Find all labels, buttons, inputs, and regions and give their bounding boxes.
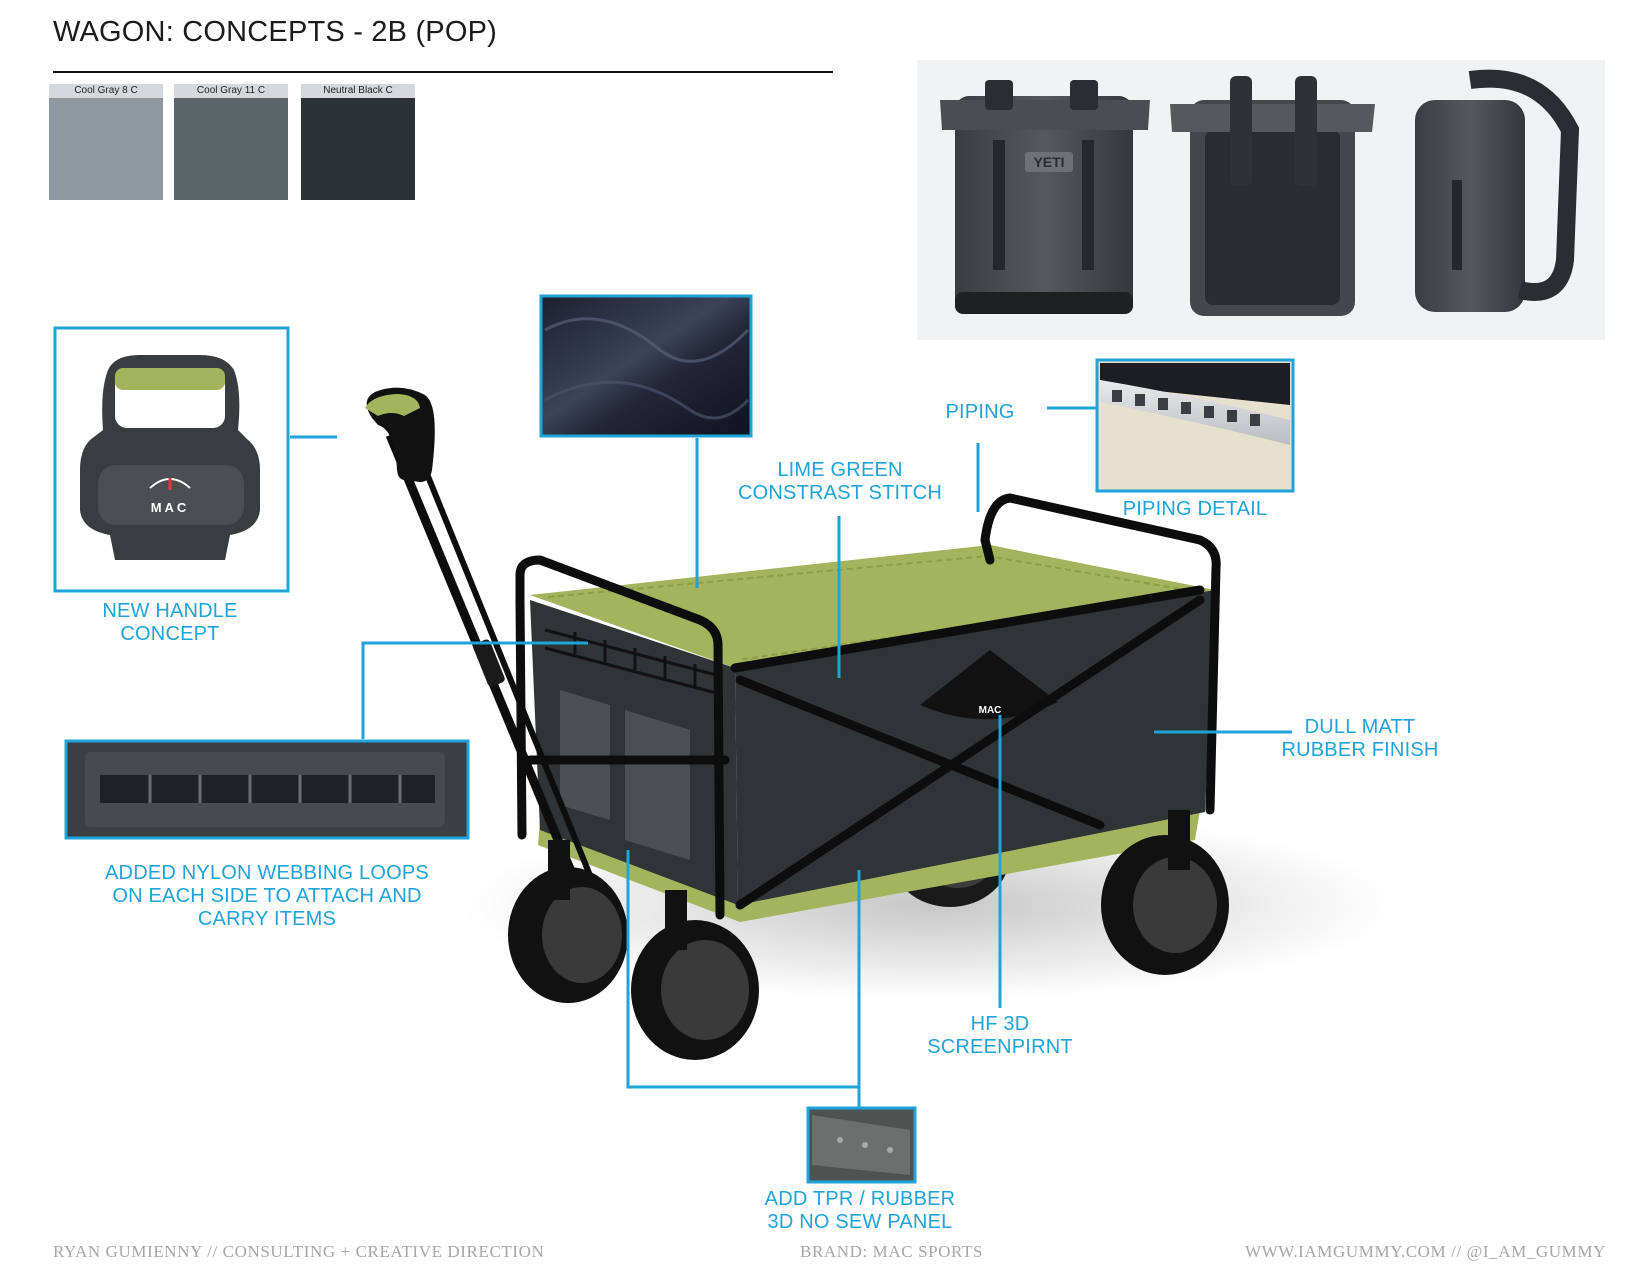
footer-website: WWW.IAMGUMMY.COM // @I_AM_GUMMY — [1244, 1242, 1606, 1261]
callout-line: CARRY ITEMS — [197, 908, 337, 930]
swatch-chip — [174, 98, 288, 200]
lime-top-rim — [530, 545, 1215, 668]
swatch-chip — [49, 98, 163, 200]
leader-lines — [290, 406, 1292, 1108]
callout-lime-stitch: LIME GREEN CONSTRAST STITCH — [720, 459, 960, 505]
callout-piping-detail: PIPING DETAIL — [1110, 498, 1280, 521]
footer-credit: RYAN GUMIENNY // CONSULTING + CREATIVE D… — [53, 1242, 545, 1261]
tpr-panel-inset — [806, 1106, 917, 1184]
callout-dull-matt: DULL MATT RUBBER FINISH — [1270, 716, 1450, 762]
callout-tpr-panel: ADD TPR / RUBBER 3D NO SEW PANEL — [750, 1188, 970, 1234]
title-divider — [53, 71, 833, 73]
lime-base-trim — [538, 810, 1200, 922]
swatch-neutral-black-c: Neutral Black C — [301, 84, 415, 200]
wagon-pull-handle — [365, 387, 603, 907]
swatch-cool-gray-8c: Cool Gray 8 C — [49, 84, 163, 200]
callout-line: HF 3D — [970, 1013, 1030, 1035]
webbing-loops-inset — [64, 739, 470, 840]
front-logo-flap — [920, 650, 1058, 720]
callout-line: CONSTRAST STITCH — [738, 482, 942, 504]
wagon-frame — [515, 493, 1221, 920]
footer-brand: BRAND: MAC SPORTS — [800, 1242, 984, 1261]
callout-line: RUBBER FINISH — [1281, 739, 1439, 761]
backpack-front: YETI — [940, 80, 1150, 314]
callout-new-handle: NEW HANDLE CONCEPT — [70, 600, 270, 646]
swatch-cool-gray-11c: Cool Gray 11 C — [174, 84, 288, 200]
callout-line: PIPING — [945, 401, 1015, 423]
callout-line: SCREENPIRNT — [927, 1036, 1073, 1058]
swatch-name: Cool Gray 8 C — [49, 84, 163, 98]
callout-line: ADD TPR / RUBBER — [764, 1188, 956, 1210]
swatch-chip — [301, 98, 415, 200]
backpack-side — [1415, 69, 1580, 312]
wagon-mac-logo: MAC — [979, 705, 1002, 716]
piping-detail-inset — [1095, 358, 1295, 493]
callout-line: PIPING DETAIL — [1122, 498, 1268, 520]
front-wheels — [508, 810, 1229, 1060]
yeti-logo: YETI — [1033, 154, 1064, 170]
callout-line: ON EACH SIDE TO ATTACH AND — [112, 885, 422, 907]
callout-line: 3D NO SEW PANEL — [767, 1211, 953, 1233]
handle-concept-inset: MAC — [53, 326, 290, 593]
swatch-name: Neutral Black C — [301, 84, 415, 98]
reference-backpack-photo: YETI — [917, 60, 1605, 340]
callout-line: NEW HANDLE — [102, 600, 238, 622]
callout-hf-screenprint: HF 3D SCREENPIRNT — [910, 1013, 1090, 1059]
fabric-texture-inset — [539, 294, 753, 438]
callout-line: DULL MATT — [1304, 716, 1416, 738]
swatch-name: Cool Gray 11 C — [174, 84, 288, 98]
handle-mac-logo: MAC — [151, 500, 190, 515]
backpack-back — [1170, 76, 1375, 316]
page-title: WAGON: CONCEPTS - 2B (POP) — [53, 16, 497, 48]
callout-webbing-loops: ADDED NYLON WEBBING LOOPS ON EACH SIDE T… — [66, 862, 468, 931]
callout-piping: PIPING — [925, 401, 1035, 424]
wagon-illustration: MAC — [365, 387, 1229, 1060]
callout-line: ADDED NYLON WEBBING LOOPS — [105, 862, 429, 884]
callout-line: LIME GREEN — [777, 459, 903, 481]
callout-line: CONCEPT — [120, 623, 220, 645]
